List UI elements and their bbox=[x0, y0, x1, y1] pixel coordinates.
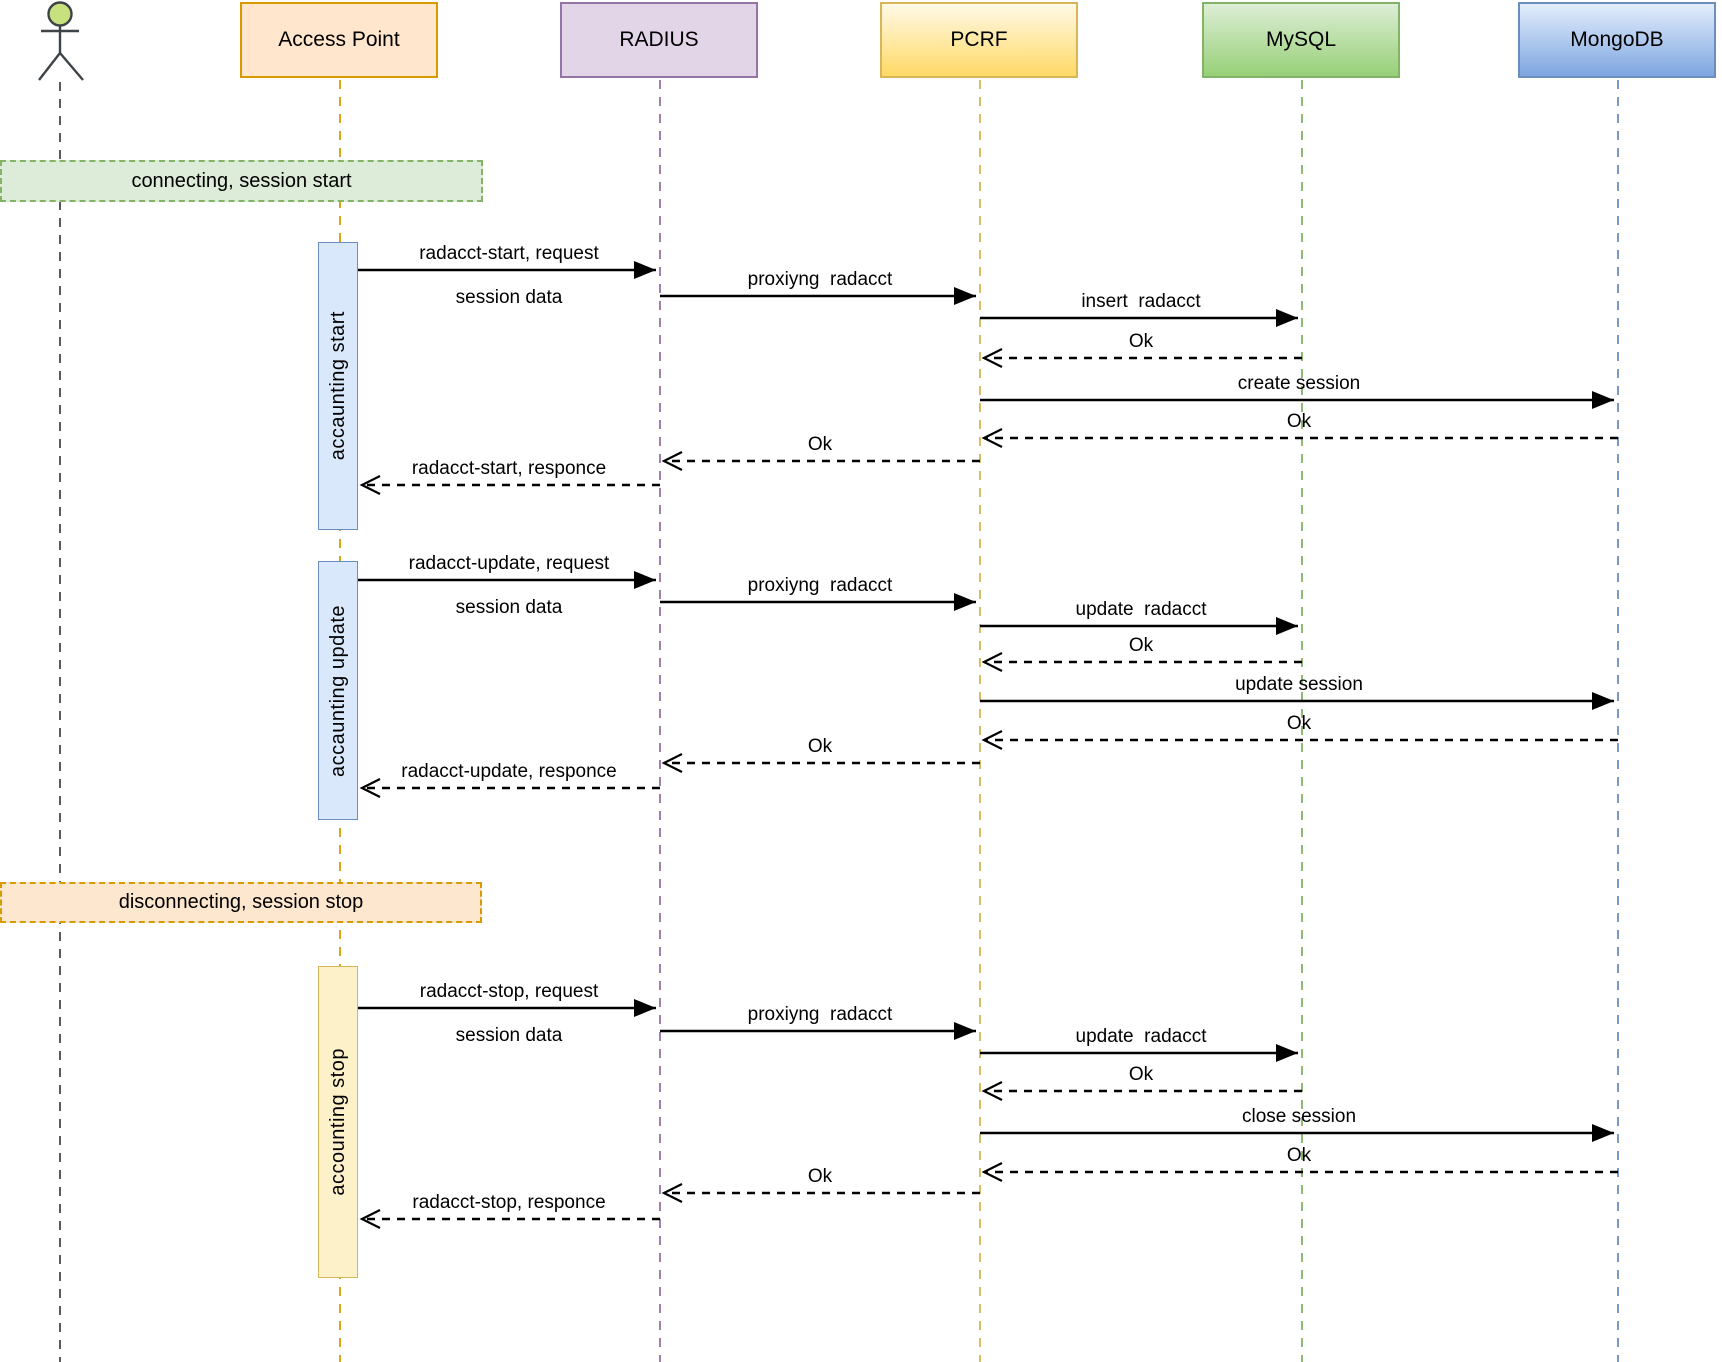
message-label: create session bbox=[1237, 373, 1361, 394]
participant-label: MySQL bbox=[1265, 28, 1336, 51]
frame-label: connecting, session start bbox=[131, 169, 352, 192]
participant-radius[interactable]: RADIUS bbox=[560, 2, 758, 78]
message-label: Ok bbox=[1128, 1064, 1154, 1085]
actor-icon bbox=[38, 1, 84, 81]
message-label: Ok bbox=[807, 736, 833, 757]
message-label: Ok bbox=[1286, 1145, 1312, 1166]
participant-mongodb[interactable]: MongoDB bbox=[1518, 2, 1716, 78]
participant-label: RADIUS bbox=[619, 28, 699, 51]
activation-accounting-update: accaunting update bbox=[318, 561, 358, 820]
message-sublabel: session data bbox=[455, 1025, 563, 1046]
participant-label: MongoDB bbox=[1570, 28, 1664, 51]
message-label: close session bbox=[1241, 1106, 1357, 1127]
participant-label: Access Point bbox=[278, 28, 400, 51]
participant-pcrf[interactable]: PCRF bbox=[880, 2, 1078, 78]
message-label: radacct-stop, request bbox=[419, 981, 599, 1002]
message-label: update session bbox=[1235, 674, 1363, 695]
message-label: radacct-update, responce bbox=[401, 761, 617, 782]
message-label: radacct-start, request bbox=[419, 243, 599, 264]
participant-label: PCRF bbox=[950, 28, 1008, 51]
messages bbox=[358, 261, 1618, 1229]
frame-connecting-session-start: connecting, session start bbox=[0, 160, 483, 202]
message-sublabel: session data bbox=[455, 287, 563, 308]
message-label: update radacct bbox=[1075, 599, 1207, 620]
message-label: proxiyng radacct bbox=[747, 575, 893, 596]
frame-label: disconnecting, session stop bbox=[118, 891, 364, 913]
participant-mysql[interactable]: MySQL bbox=[1202, 2, 1400, 78]
activation-accounting-stop: accounting stop bbox=[318, 966, 358, 1278]
message-label: radacct-stop, responce bbox=[412, 1192, 606, 1213]
message-sublabel: session data bbox=[455, 597, 563, 618]
message-label: update radacct bbox=[1075, 1026, 1207, 1047]
message-label: radacct-start, responce bbox=[411, 458, 607, 479]
message-label: Ok bbox=[1128, 635, 1154, 656]
participant-access-point[interactable]: Access Point bbox=[240, 2, 438, 78]
message-label: Ok bbox=[807, 1166, 833, 1187]
message-label: proxiyng radacct bbox=[747, 269, 893, 290]
activation-accounting-start: accaunting start bbox=[318, 242, 358, 530]
message-label: proxiyng radacct bbox=[747, 1004, 893, 1025]
message-label: Ok bbox=[1286, 713, 1312, 734]
message-label: insert radacct bbox=[1081, 291, 1201, 312]
message-label: Ok bbox=[1286, 411, 1312, 432]
message-label: Ok bbox=[1128, 331, 1154, 352]
message-label: radacct-update, request bbox=[408, 553, 610, 574]
frame-disconnecting-session-stop: disconnecting, session stop bbox=[0, 882, 482, 923]
message-label: Ok bbox=[807, 434, 833, 455]
